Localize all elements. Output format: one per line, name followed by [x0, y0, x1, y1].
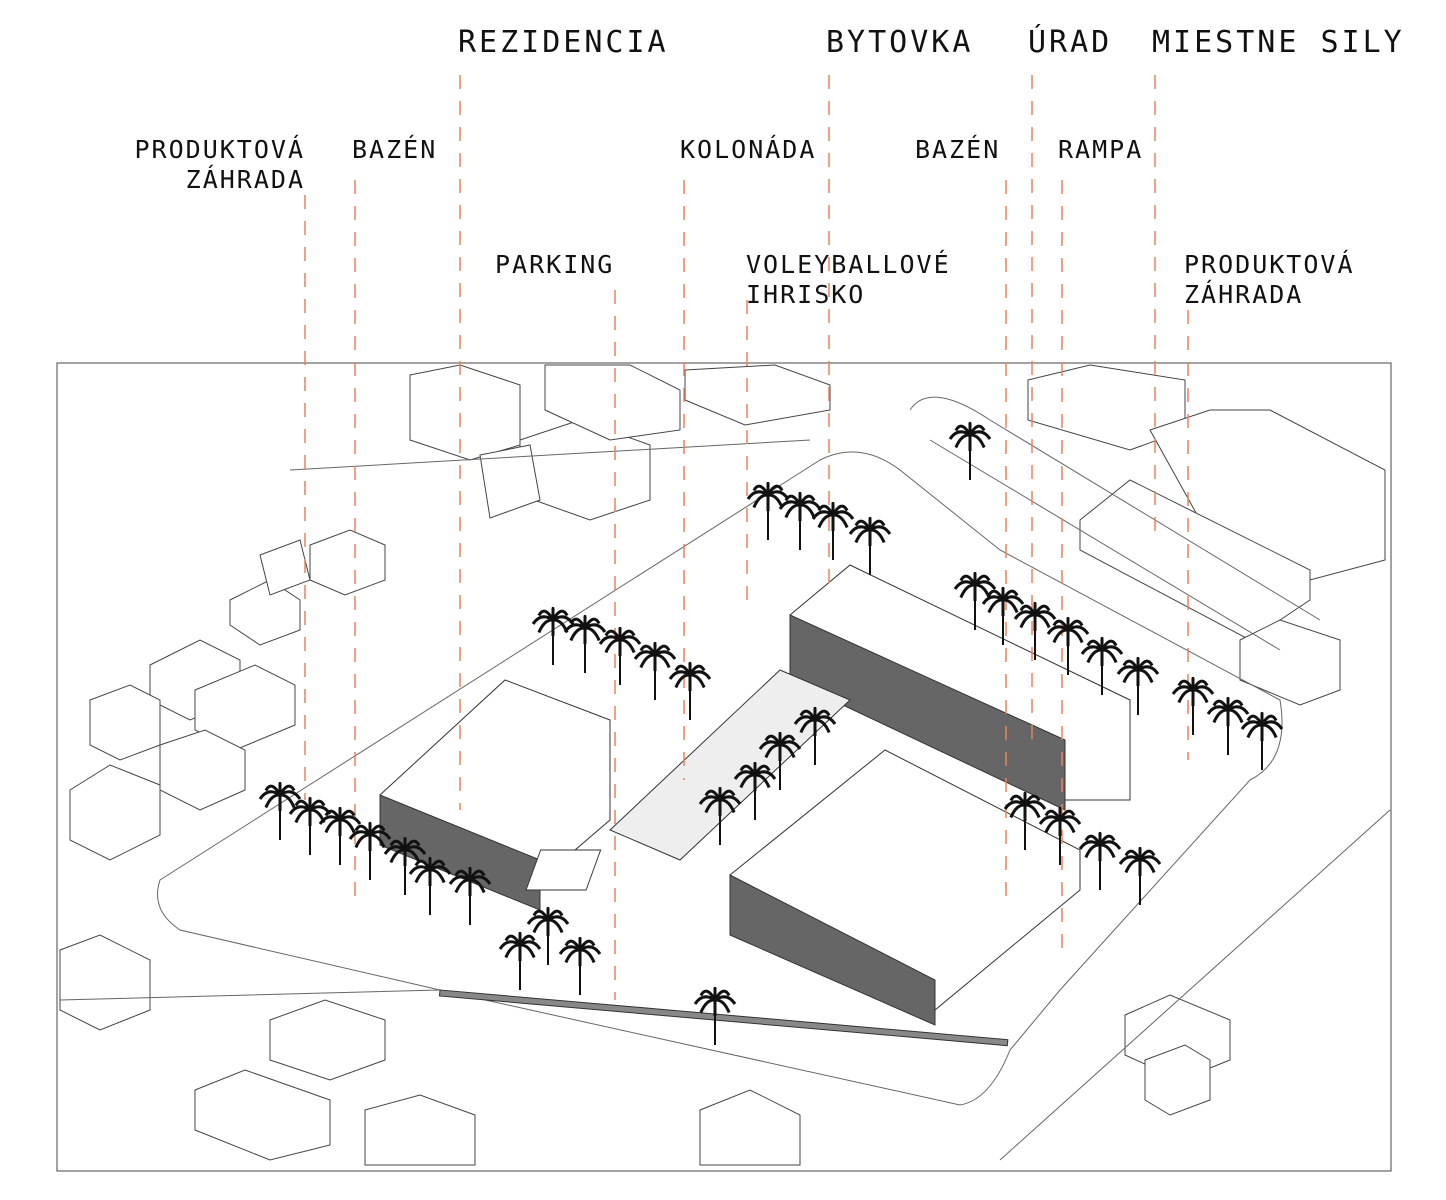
context-building	[69, 764, 161, 861]
palm-tree	[1206, 696, 1250, 755]
palm-trees	[258, 421, 1284, 1045]
context-building	[269, 999, 386, 1081]
label-line: PRODUKTOVÁ	[1184, 250, 1355, 279]
building-urad-facade	[729, 874, 936, 1026]
palm-tree	[746, 481, 790, 540]
context-building	[544, 364, 681, 441]
palm-tree	[1003, 791, 1047, 850]
palm-tree	[948, 421, 992, 480]
context-building	[364, 1094, 476, 1166]
context-building	[159, 729, 246, 811]
label-bytovka: BYTOVKA	[826, 25, 974, 60]
street	[59, 439, 1391, 1161]
palm-tree	[408, 856, 452, 915]
ramp-road	[909, 396, 1321, 651]
label-rezidencia: REZIDENCIA	[458, 25, 669, 60]
context-building	[59, 934, 151, 1031]
palm-tree	[1240, 711, 1284, 770]
label-parking: PARKING	[495, 250, 615, 279]
context-building	[309, 529, 386, 596]
palm-tree	[498, 931, 542, 990]
palm-tree	[848, 516, 892, 575]
label-urad: ÚRAD	[1028, 25, 1113, 60]
palm-tree	[953, 571, 997, 630]
palm-tree	[526, 906, 570, 965]
context-building	[194, 664, 296, 751]
label-line: ZÁHRADA	[1184, 280, 1304, 309]
building-bytovka-facade	[789, 614, 1066, 811]
colonnade	[609, 669, 851, 861]
main-buildings	[379, 564, 1131, 1047]
label-miestne-sily: MIESTNE SILY	[1152, 25, 1405, 60]
site-outline	[59, 396, 1391, 1161]
palm-tree	[1013, 601, 1057, 660]
palm-tree	[793, 706, 837, 765]
palm-tree	[668, 661, 712, 720]
palm-tree	[811, 501, 855, 560]
drawing-frame	[56, 362, 1392, 1172]
palm-tree	[348, 821, 392, 880]
court-opening	[525, 849, 602, 891]
label-line: PRODUKTOVÁ	[134, 135, 305, 164]
context-building	[699, 1089, 801, 1166]
palm-tree	[531, 606, 575, 665]
palm-tree	[693, 986, 737, 1045]
label-bazen-1: BAZÉN	[352, 135, 438, 164]
label-kolonada: KOLONÁDA	[680, 135, 817, 164]
label-line: ZÁHRADA	[185, 165, 305, 194]
palm-tree	[288, 796, 332, 855]
palm-tree	[598, 626, 642, 685]
site-boundary	[157, 451, 1283, 1106]
context-building	[1079, 479, 1311, 641]
palm-tree	[383, 836, 427, 895]
label-line: VOLEYBALLOVÉ	[746, 250, 951, 279]
fence	[438, 989, 1009, 1047]
context-building	[194, 1069, 331, 1161]
palm-tree	[558, 936, 602, 995]
palm-tree	[698, 786, 742, 845]
palm-tree	[563, 614, 607, 673]
palm-tree	[1078, 831, 1122, 890]
context-building	[89, 684, 161, 761]
palm-tree	[1046, 616, 1090, 675]
palm-tree	[1116, 656, 1160, 715]
context-building	[229, 579, 301, 646]
palm-tree	[448, 866, 492, 925]
palm-tree	[633, 641, 677, 700]
palm-tree	[733, 761, 777, 820]
palm-tree	[1171, 676, 1215, 735]
palm-tree	[258, 781, 302, 840]
context-buildings	[59, 364, 1386, 1166]
palm-tree	[981, 586, 1025, 645]
palm-tree	[318, 806, 362, 865]
palm-tree	[1038, 806, 1082, 865]
label-bazen-2: BAZÉN	[915, 135, 1001, 164]
palm-tree	[1080, 636, 1124, 695]
context-building	[1239, 619, 1341, 706]
context-building	[409, 364, 521, 461]
label-line: IHRISKO	[746, 280, 866, 309]
context-building	[259, 539, 311, 596]
label-rampa: RAMPA	[1058, 135, 1144, 164]
palm-tree	[758, 731, 802, 790]
context-building	[684, 364, 831, 426]
context-building	[1144, 1044, 1211, 1116]
palm-tree	[778, 491, 822, 550]
context-building	[479, 444, 541, 519]
palm-tree	[1118, 846, 1162, 905]
